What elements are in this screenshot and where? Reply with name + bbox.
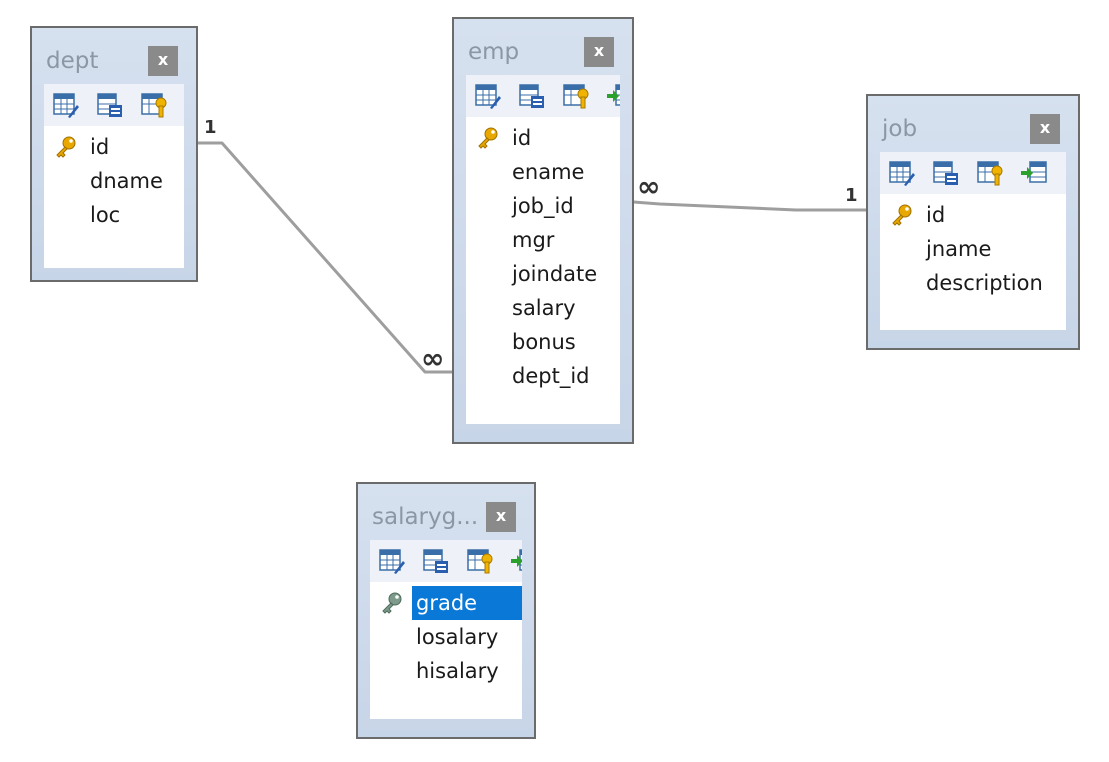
field-name: job_id (512, 194, 574, 218)
field-name: losalary (416, 625, 499, 649)
field-name: ename (512, 160, 585, 184)
relation-emp-job-many-label: ∞ (637, 170, 660, 203)
field-name: description (926, 271, 1043, 295)
field-row[interactable]: joindate (466, 257, 620, 291)
table-title: dept (46, 48, 99, 74)
table-properties-icon[interactable] (422, 547, 450, 575)
primary-key-icon (380, 591, 404, 615)
relation-line-dept-emp[interactable] (198, 141, 452, 374)
field-row[interactable]: losalary (370, 620, 522, 654)
close-button[interactable]: x (148, 46, 178, 76)
field-row[interactable]: description (880, 266, 1066, 300)
field-name: id (90, 135, 110, 159)
field-list: id dname loc (44, 126, 184, 254)
field-name: bonus (512, 330, 576, 354)
table-toolbar (880, 152, 1066, 194)
table-salarygrade[interactable]: salaryg... x grade losalary hisalary (356, 482, 536, 739)
design-table-icon[interactable] (474, 82, 502, 110)
field-name: joindate (512, 262, 598, 286)
table-key-icon[interactable] (562, 82, 590, 110)
close-button[interactable]: x (584, 37, 614, 67)
table-titlebar[interactable]: job x (880, 96, 1066, 152)
table-properties-icon[interactable] (518, 82, 546, 110)
table-properties-icon[interactable] (932, 159, 960, 187)
table-arrow-icon[interactable] (510, 547, 522, 575)
primary-key-icon (476, 126, 500, 150)
table-toolbar (466, 75, 620, 117)
field-row[interactable]: mgr (466, 223, 620, 257)
table-body: id dname loc (44, 84, 184, 268)
field-name: hisalary (416, 659, 499, 683)
field-row[interactable]: id (44, 130, 184, 164)
field-row[interactable]: jname (880, 232, 1066, 266)
field-name: jname (926, 237, 992, 261)
relation-emp-job-one-label: 1 (845, 185, 858, 206)
primary-key-icon (890, 203, 914, 227)
relation-dept-emp-many-label: ∞ (421, 342, 444, 375)
field-name: mgr (512, 228, 555, 252)
field-name: dept_id (512, 364, 590, 388)
primary-key-icon (54, 135, 78, 159)
close-button[interactable]: x (1030, 114, 1060, 144)
table-title: emp (468, 39, 520, 65)
field-name: id (512, 126, 532, 150)
field-row[interactable]: dept_id (466, 359, 620, 393)
table-title: job (882, 116, 918, 142)
table-arrow-icon[interactable] (1020, 159, 1048, 187)
relation-line-emp-job[interactable] (633, 200, 866, 212)
field-row[interactable]: job_id (466, 189, 620, 223)
table-properties-icon[interactable] (96, 91, 124, 119)
table-titlebar[interactable]: emp x (466, 19, 620, 75)
table-titlebar[interactable]: dept x (44, 28, 184, 84)
table-body: id jname description (880, 152, 1066, 330)
table-dept[interactable]: dept x id dname loc (30, 26, 198, 282)
design-table-icon[interactable] (888, 159, 916, 187)
field-row[interactable]: hisalary (370, 654, 522, 688)
table-toolbar (370, 540, 522, 582)
field-list: grade losalary hisalary (370, 582, 522, 710)
field-row[interactable]: id (466, 121, 620, 155)
design-table-icon[interactable] (52, 91, 80, 119)
field-list: id jname description (880, 194, 1066, 322)
table-job[interactable]: job x id jname description (866, 94, 1080, 350)
field-row[interactable]: ename (466, 155, 620, 189)
field-name: salary (512, 296, 576, 320)
table-key-icon[interactable] (466, 547, 494, 575)
field-name: id (926, 203, 946, 227)
field-row[interactable]: bonus (466, 325, 620, 359)
field-row[interactable]: salary (466, 291, 620, 325)
design-table-icon[interactable] (378, 547, 406, 575)
table-titlebar[interactable]: salaryg... x (370, 484, 522, 540)
table-arrow-icon[interactable] (606, 82, 620, 110)
table-key-icon[interactable] (140, 91, 168, 119)
field-name: dname (90, 169, 163, 193)
table-body: grade losalary hisalary (370, 540, 522, 719)
table-toolbar (44, 84, 184, 126)
field-name: loc (90, 203, 121, 227)
field-row[interactable]: grade (370, 586, 522, 620)
field-row[interactable]: loc (44, 198, 184, 232)
field-row[interactable]: id (880, 198, 1066, 232)
relation-dept-emp-one-label: 1 (204, 117, 217, 138)
table-key-icon[interactable] (976, 159, 1004, 187)
close-button[interactable]: x (486, 502, 516, 532)
table-title: salaryg... (372, 504, 479, 530)
field-row[interactable]: dname (44, 164, 184, 198)
field-name: grade (412, 586, 522, 620)
